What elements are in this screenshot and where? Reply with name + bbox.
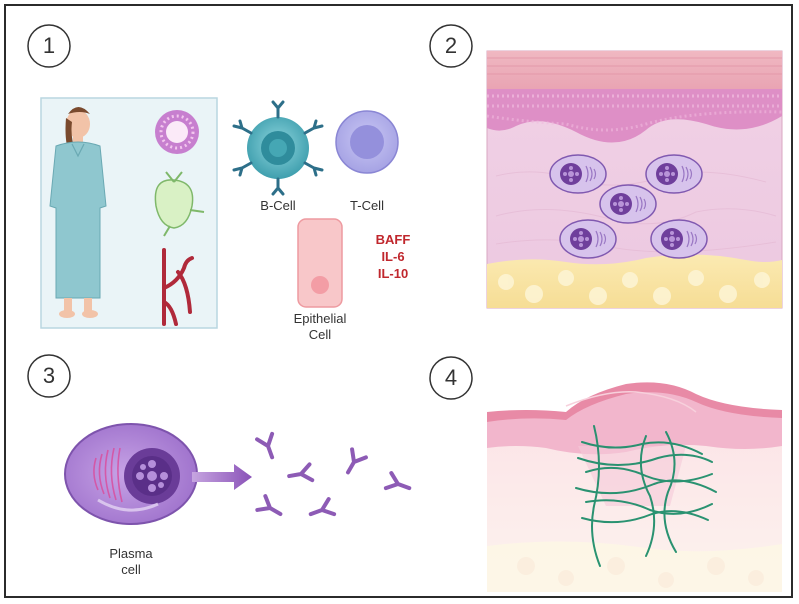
plasma-cell-1-icon <box>549 154 607 194</box>
panel-3-badge <box>27 354 71 398</box>
antibodies-icon <box>255 431 412 517</box>
plasma-cell-3-icon <box>599 184 657 224</box>
t-cell-label: T-Cell <box>350 198 384 213</box>
patient-figure-icon <box>49 107 107 318</box>
b-cell-label: B-Cell <box>260 198 296 213</box>
cytokine-il6: IL-6 <box>381 249 405 264</box>
panel-2-number: 2 <box>444 33 458 58</box>
skin-section-illustration <box>486 50 783 309</box>
figure-frame: 1 2 3 4 B-Cell T-Cell Epithelial Cell Pl… <box>4 4 793 598</box>
panel-1-badge <box>27 24 71 68</box>
plasma-cell-5-icon <box>650 219 708 259</box>
panel-2-badge <box>429 24 473 68</box>
panel-1-number: 1 <box>42 33 56 58</box>
epithelial-cell-label-line2: Cell <box>308 327 332 342</box>
plasma-cell-2-icon <box>645 154 703 194</box>
fibrotic-skin-illustration <box>487 382 782 592</box>
panel-4-badge <box>429 356 473 400</box>
secretion-arrow-icon <box>192 464 252 490</box>
blood-vessel-icon <box>162 248 194 326</box>
cytokine-il10: IL-10 <box>377 266 409 281</box>
figure-artwork <box>27 24 783 592</box>
cytokine-baff: BAFF <box>375 232 411 247</box>
panel-3-number: 3 <box>42 363 56 388</box>
plasma-cell-label-line2: cell <box>121 562 141 577</box>
b-cell-icon <box>232 100 324 196</box>
epithelial-cell-icon <box>297 218 343 308</box>
plasma-cell-4-icon <box>559 219 617 259</box>
epithelial-cell-label-line1: Epithelial <box>293 311 347 326</box>
t-cell-icon <box>335 110 399 174</box>
salivary-gland-icon <box>155 110 199 154</box>
lymph-node-icon <box>154 171 205 237</box>
panel-4-number: 4 <box>444 365 458 390</box>
plasma-cell-label-line1: Plasma <box>109 546 153 561</box>
plasma-cell-large-icon <box>64 423 198 525</box>
